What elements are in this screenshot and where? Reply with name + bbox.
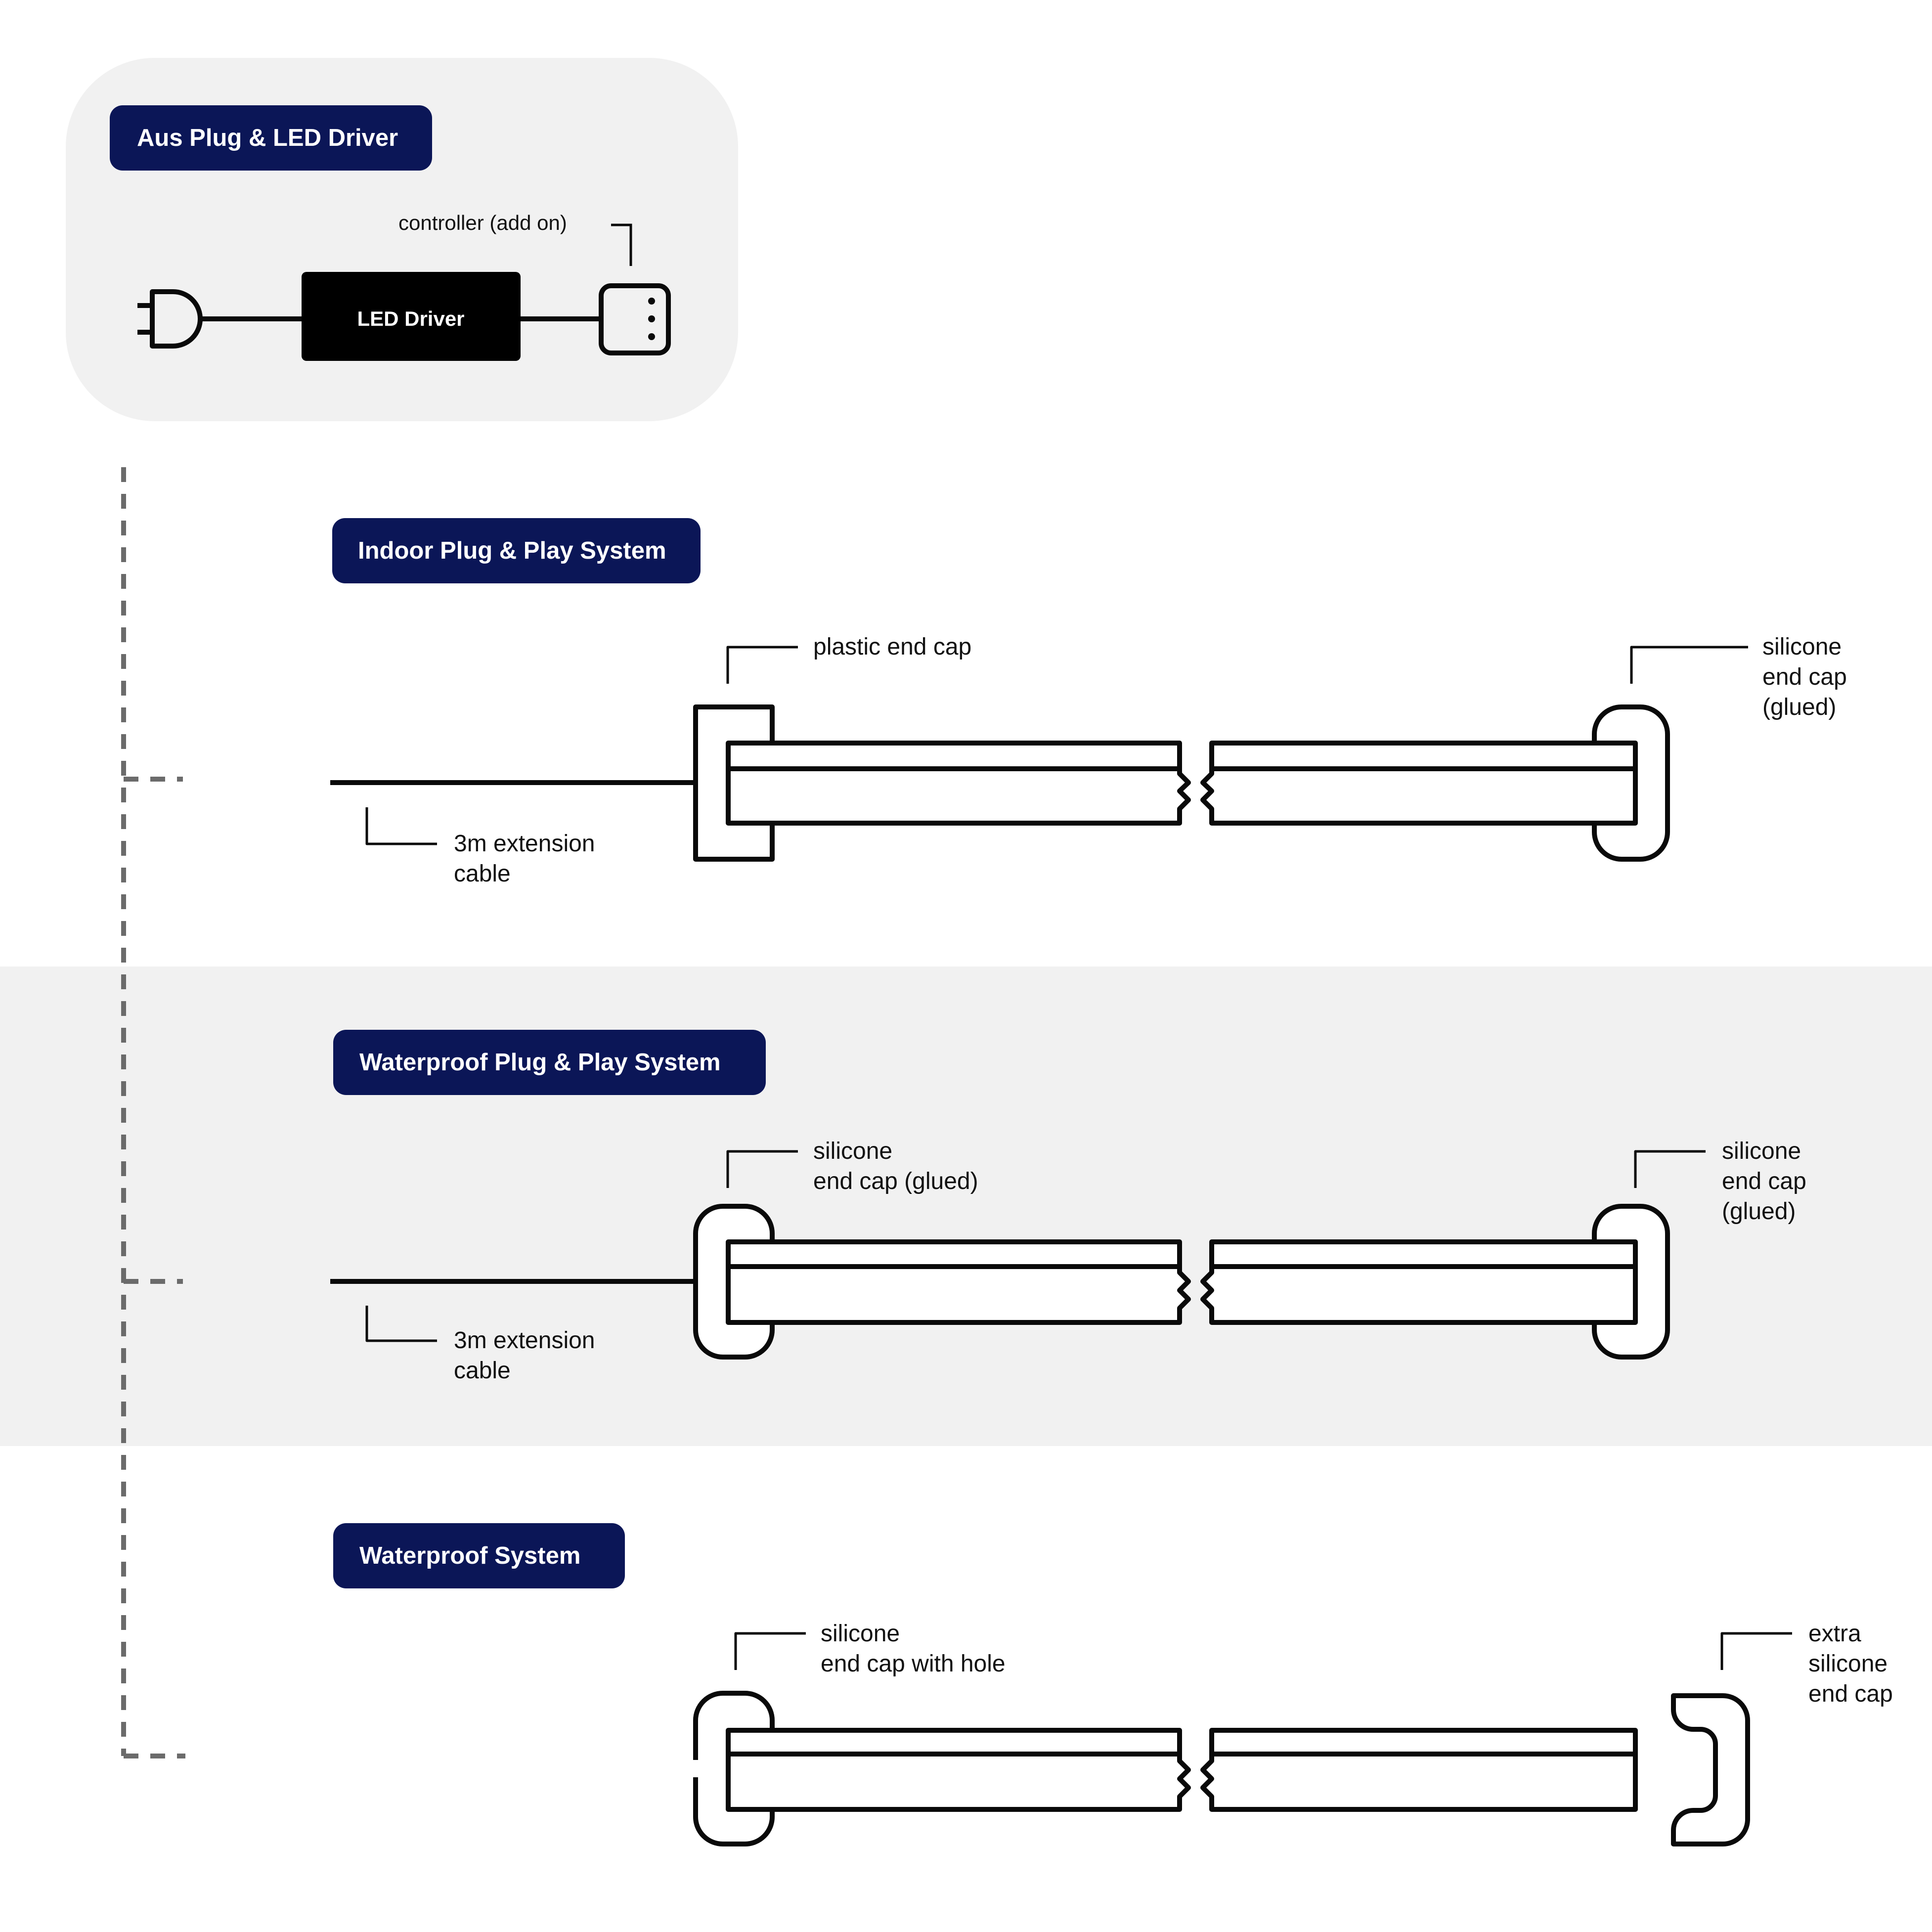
indoor-right-cap-label-3: (glued) (1762, 694, 1836, 720)
controller-leader (611, 223, 632, 266)
waterproof-pp-strip-right (1200, 1239, 1638, 1325)
indoor-left-cap-label: plastic end cap (813, 634, 971, 660)
waterproof-pp-right-cap-label-2: end cap (1722, 1168, 1806, 1194)
led-driver-box (302, 272, 521, 361)
waterproof-badge-title: Waterproof System (359, 1542, 580, 1569)
indoor-plastic-cap-leader (726, 646, 798, 684)
waterproof-pp-cable-label-1: 3m extension (454, 1327, 595, 1354)
waterproof-left-cap-label-2: end cap with hole (821, 1651, 1006, 1677)
indoor-cable-leader (365, 807, 437, 845)
waterproof-pp-cable-label-2: cable (454, 1358, 511, 1384)
waterproof-pp-right-cap-label-1: silicone (1722, 1138, 1801, 1164)
waterproof-pp-left-cap-label-2: end cap (glued) (813, 1168, 978, 1194)
waterproof-pp-right-cap-leader (1634, 1150, 1706, 1188)
waterproof-badge: Waterproof System (333, 1523, 625, 1588)
led-driver-label: LED Driver (357, 307, 464, 330)
driver-badge: Aus Plug & LED Driver (110, 105, 432, 171)
indoor-strip (330, 646, 1748, 862)
indoor-badge: Indoor Plug & Play System (332, 518, 701, 583)
indoor-strip-left (726, 741, 1191, 826)
waterproof-pp-left-cap-leader (726, 1150, 798, 1188)
indoor-badge-title: Indoor Plug & Play System (358, 537, 666, 564)
waterproof-right-cap-label-3: end cap (1808, 1681, 1893, 1707)
controller-label: controller (add on) (398, 211, 567, 234)
dashed-connector (121, 467, 185, 1758)
indoor-strip-right (1200, 741, 1638, 826)
waterproof-right-cap-leader (1720, 1632, 1792, 1670)
waterproof-pp-cable-leader (365, 1306, 437, 1342)
waterproof-pp-strip-left (726, 1239, 1191, 1325)
waterproof-pp-right-cap-label-3: (glued) (1722, 1198, 1796, 1225)
waterproof-pp-badge-title: Waterproof Plug & Play System (359, 1049, 721, 1076)
waterproof-right-cap-label-1: extra (1808, 1621, 1861, 1647)
extra-silicone-end-cap (1671, 1693, 1750, 1846)
indoor-silicone-cap-leader (1630, 646, 1748, 684)
driver-chain (137, 223, 671, 355)
indoor-cable-label-1: 3m extension (454, 831, 595, 857)
driver-badge-title: Aus Plug & LED Driver (137, 125, 398, 151)
waterproof-strip-left (726, 1728, 1191, 1812)
waterproof-pp-badge: Waterproof Plug & Play System (333, 1030, 766, 1095)
waterproof-pp-left-cap-label-1: silicone (813, 1138, 892, 1164)
plug-icon (137, 289, 203, 349)
indoor-right-cap-label-2: end cap (1762, 664, 1847, 690)
waterproof-strip (693, 1632, 1792, 1846)
waterproof-left-cap-leader (734, 1632, 806, 1670)
waterproof-strip-right (1200, 1728, 1638, 1812)
waterproof-left-cap-label-1: silicone (821, 1621, 900, 1647)
waterproof-pp-strip (330, 1150, 1706, 1360)
indoor-right-cap-label-1: silicone (1762, 634, 1842, 660)
controller-icon (599, 283, 671, 355)
indoor-cable-label-2: cable (454, 861, 511, 887)
waterproof-right-cap-label-2: silicone (1808, 1651, 1888, 1677)
